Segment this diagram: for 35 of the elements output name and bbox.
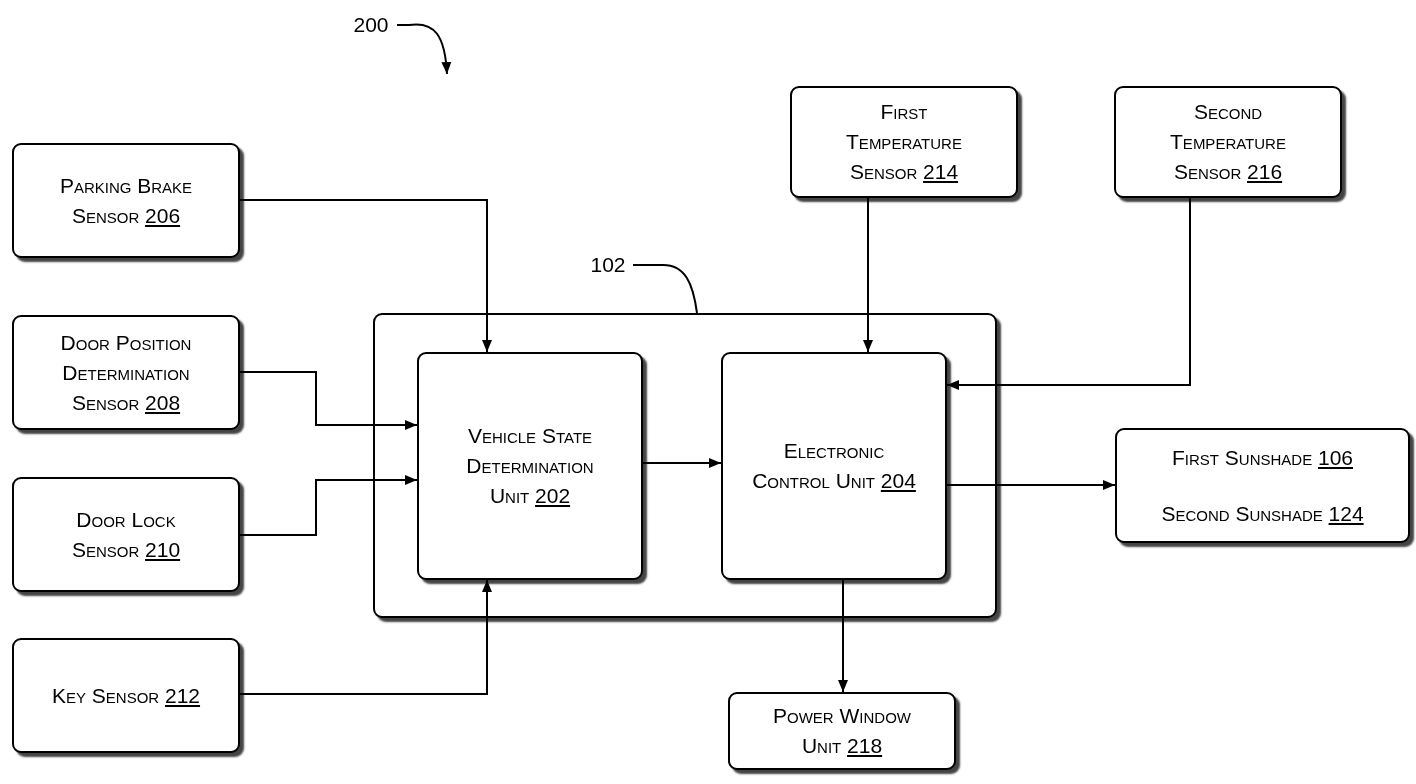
block-label: First Temperature Sensor 214: [845, 99, 963, 185]
reference-numeral: 200: [353, 12, 389, 38]
block-box: [721, 352, 947, 580]
arrow: [239, 579, 492, 695]
block-label: Electronic Control Unit 204: [751, 438, 917, 494]
block-box: [12, 315, 240, 430]
arrow: [239, 371, 418, 430]
block-label: Key Sensor 212: [51, 682, 201, 709]
block-box: [1115, 428, 1410, 543]
arrow: [838, 579, 848, 693]
block-box: [1114, 86, 1342, 198]
block-label: Vehicle State Determination Unit 202: [465, 423, 595, 509]
leader-line: [632, 264, 698, 314]
block-box: [12, 477, 240, 592]
block-label: Door Lock Sensor 210: [70, 506, 182, 563]
block-box: [728, 692, 956, 770]
arrow: [239, 475, 418, 536]
block-label: Power Window Unit 218: [772, 703, 912, 759]
arrow: [946, 197, 1191, 390]
block-box: [12, 143, 240, 258]
block-box: [12, 638, 240, 753]
reference-numeral: 102: [590, 252, 626, 278]
arrow: [863, 197, 873, 353]
block-label: First Sunshade 106: [1171, 444, 1354, 471]
block-label: Parking Brake Sensor 206: [58, 172, 194, 229]
block-box: [790, 86, 1018, 198]
arrow: [946, 480, 1116, 490]
block-label: Door Position Determination Sensor 208: [59, 329, 193, 416]
block-label: Second Temperature Sensor 216: [1169, 99, 1287, 185]
system-box: [373, 313, 997, 618]
arrow: [396, 23, 452, 75]
block-label: Second Sunshade 124: [1161, 500, 1364, 527]
block-box: [417, 352, 643, 580]
arrow: [642, 458, 722, 468]
arrow: [239, 199, 492, 353]
